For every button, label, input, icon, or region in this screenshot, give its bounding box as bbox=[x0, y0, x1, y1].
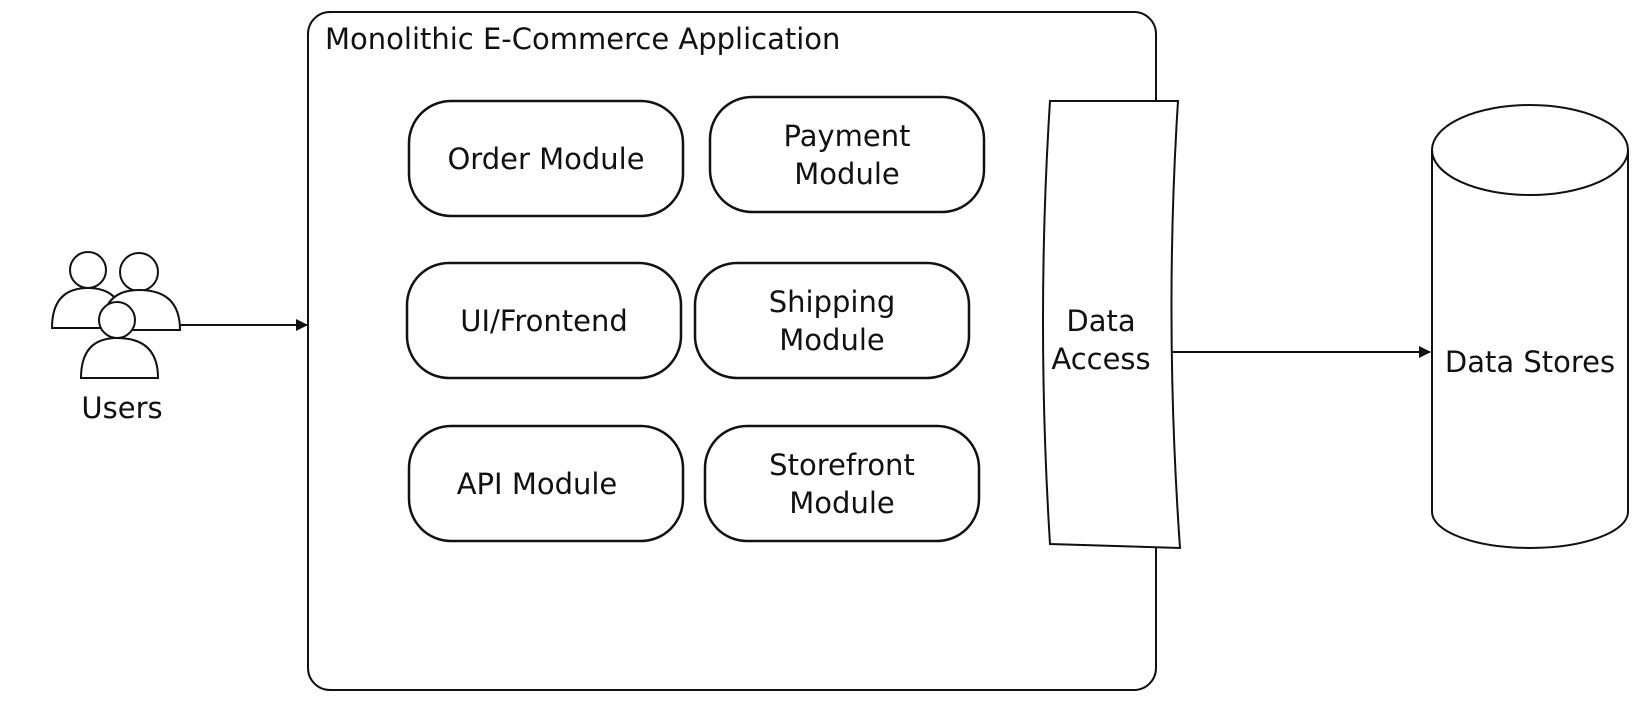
order-module-box[interactable] bbox=[407, 99, 685, 218]
payment-module-label: Payment Module bbox=[783, 118, 911, 191]
ui-frontend-label: UI/Frontend bbox=[460, 303, 628, 338]
data-stores-label: Data Stores bbox=[1444, 345, 1616, 379]
order-module-label: Order Module bbox=[447, 141, 645, 176]
data-stores-cylinder[interactable] bbox=[1431, 104, 1629, 549]
data-access-label: Data Access bbox=[1051, 304, 1151, 376]
monolith-title: Monolithic E-Commerce Application bbox=[325, 22, 841, 56]
shipping-module-box[interactable] bbox=[693, 261, 971, 380]
payment-module-box[interactable] bbox=[708, 95, 986, 214]
api-module-label: API Module bbox=[456, 466, 618, 501]
ui-frontend-box[interactable] bbox=[405, 261, 683, 380]
storefront-module-label: Storefront Module bbox=[769, 447, 915, 520]
users-label: Users bbox=[81, 391, 163, 425]
storefront-module-box[interactable] bbox=[703, 424, 981, 543]
api-module-box[interactable] bbox=[407, 424, 685, 543]
data-access-shape[interactable] bbox=[1042, 100, 1182, 550]
users-icon bbox=[50, 251, 182, 379]
shipping-module-label: Shipping Module bbox=[768, 284, 896, 357]
